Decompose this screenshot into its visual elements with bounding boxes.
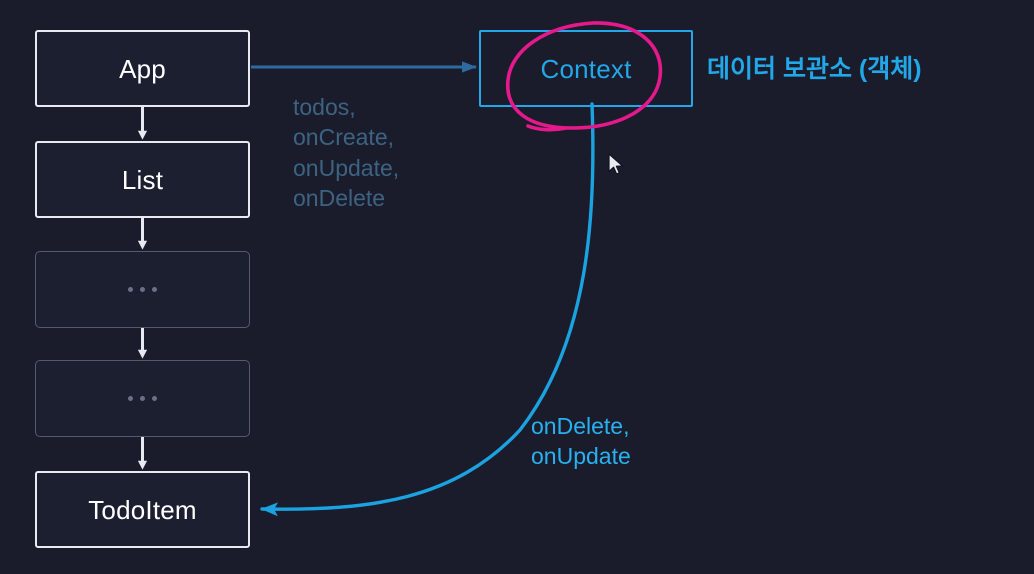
node-list[interactable]: List [35,141,250,218]
node-placeholder-2[interactable] [35,360,250,437]
node-todoitem[interactable]: TodoItem [35,471,250,548]
node-placeholder-1[interactable] [35,251,250,328]
node-app-label: App [119,53,166,84]
node-list-label: List [121,164,164,195]
annotation-props-down: todos, onCreate, onUpdate, onDelete [293,94,400,212]
node-todoitem-label: TodoItem [88,494,197,525]
node-app[interactable]: App [35,30,250,107]
ellipsis-icon [128,287,157,292]
node-context-label: Context [540,53,632,84]
annotation-callbacks-up: onDelete, onUpdate [531,413,631,470]
ellipsis-icon [128,396,157,401]
mouse-cursor-icon [608,153,626,182]
annotation-context-note: 데이터 보관소 (객체) [707,55,922,83]
node-context[interactable]: Context [479,30,693,107]
